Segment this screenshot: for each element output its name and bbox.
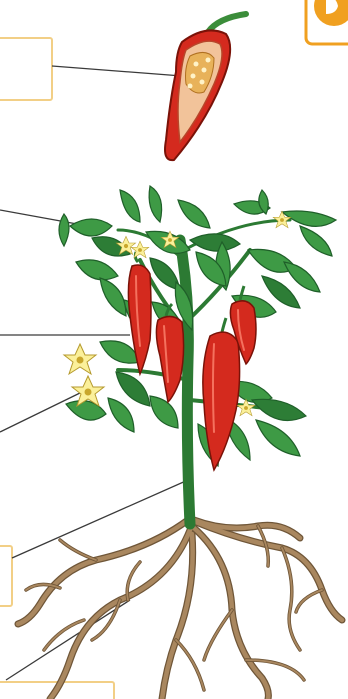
- pepper-fruit: [156, 304, 183, 402]
- corner-badge: [306, 0, 348, 44]
- leaf: [100, 278, 126, 316]
- leaf: [256, 420, 300, 456]
- roots: [18, 520, 342, 699]
- leaf: [59, 214, 69, 246]
- flower: [64, 344, 96, 374]
- leaf: [284, 262, 320, 292]
- leaf: [108, 398, 134, 432]
- leaf: [149, 186, 162, 222]
- leaf: [76, 260, 118, 280]
- leader-flower: [0, 392, 82, 432]
- leaf: [66, 401, 106, 420]
- leaf: [116, 372, 150, 406]
- leaf: [190, 234, 240, 251]
- leaves: [59, 186, 336, 466]
- leaf: [150, 396, 178, 428]
- label-box-stem-bottom[interactable]: [0, 546, 12, 606]
- leaf: [252, 399, 306, 420]
- leaf: [178, 200, 210, 228]
- leaf: [70, 219, 112, 236]
- label-box-fruit-section[interactable]: [0, 38, 52, 100]
- leaf: [120, 190, 140, 222]
- pepper-fruit: [203, 318, 240, 470]
- leader-fruit-section: [52, 66, 182, 76]
- leaf: [300, 226, 332, 256]
- pepper-cross-section: [165, 14, 246, 160]
- leader-stem: [12, 480, 188, 558]
